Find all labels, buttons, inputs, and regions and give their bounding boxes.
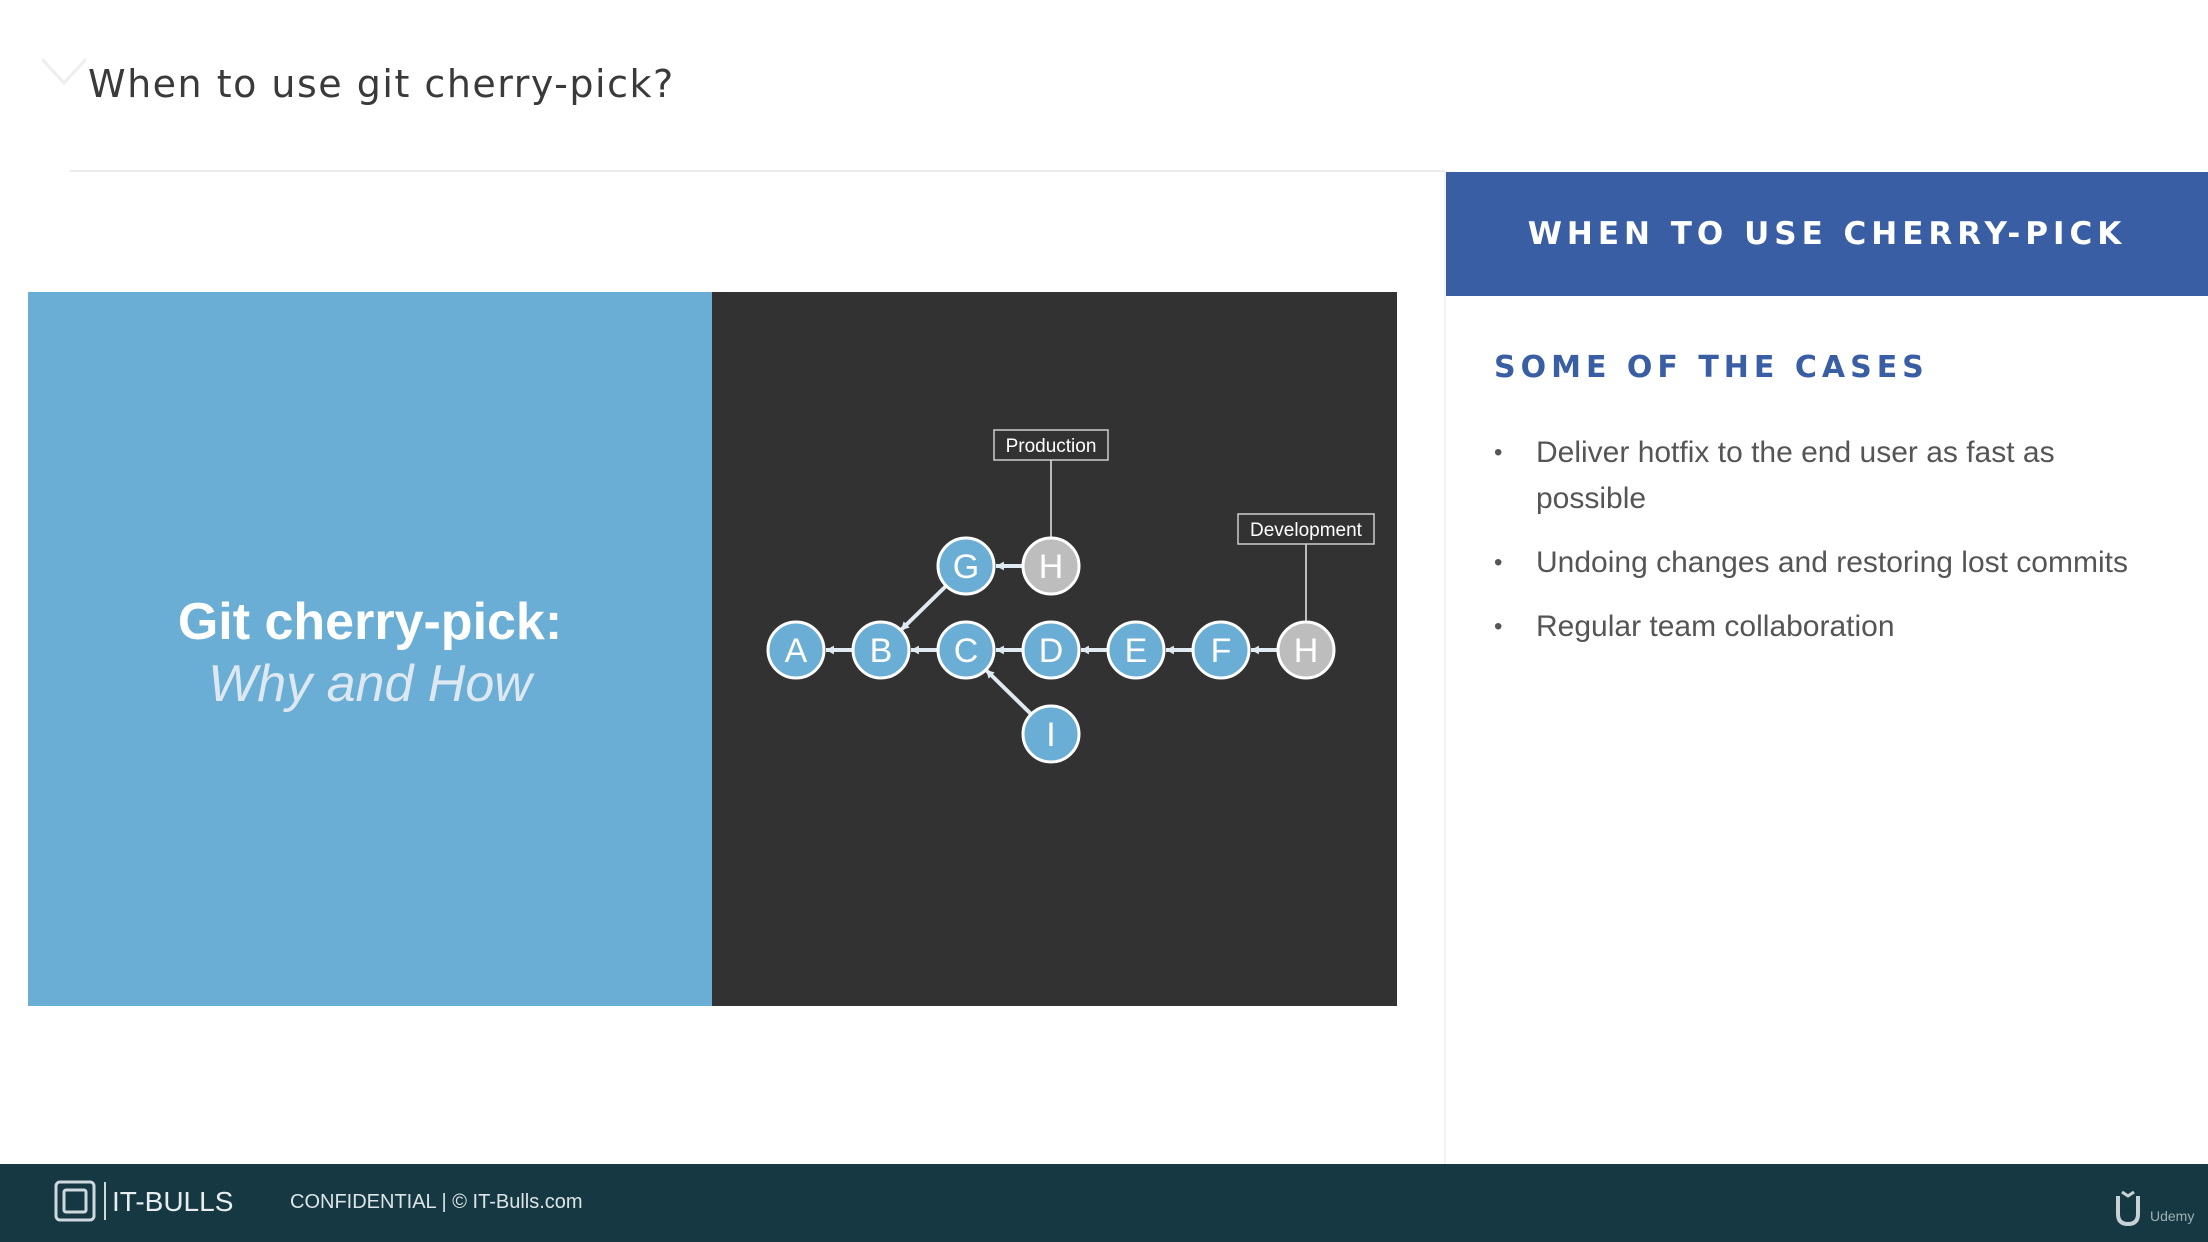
commit-arrowhead xyxy=(996,645,1004,655)
commit-label: I xyxy=(1046,716,1055,754)
case-text: Regular team collaboration xyxy=(1536,610,1895,643)
footer-legal-text: CONFIDENTIAL | © IT-Bulls.com xyxy=(290,1191,583,1213)
commit-label: E xyxy=(1125,632,1148,670)
commit-node xyxy=(1021,536,1081,596)
cases-heading: SOME OF THE CASES xyxy=(1494,350,1929,385)
commit-link xyxy=(984,668,1033,716)
list-item: • Undoing changes and restoring lost comm… xyxy=(1494,540,2144,586)
commit-label: G xyxy=(953,548,979,586)
title-divider xyxy=(70,170,1445,172)
it-bulls-logo-icon xyxy=(54,1180,96,1222)
commit-label: H xyxy=(1294,632,1319,670)
commit-arrowhead xyxy=(1251,645,1259,655)
cases-list: • Deliver hotfix to the end user as fast … xyxy=(1494,430,2144,668)
list-item: • Deliver hotfix to the end user as fast … xyxy=(1494,430,2144,522)
case-text: Deliver hotfix to the end user as fast a… xyxy=(1536,436,2055,515)
media-title: Git cherry-pick: xyxy=(177,593,563,651)
bullet-icon: • xyxy=(1494,613,1503,640)
footer-logo-text: IT-BULLS xyxy=(112,1186,234,1217)
commit-node xyxy=(936,536,996,596)
commit-node xyxy=(1276,620,1336,680)
footer-bar: IT-BULLS CONFIDENTIAL | © IT-Bulls.com U… xyxy=(0,1164,2208,1242)
commit-node xyxy=(1191,620,1251,680)
page-title: When to use git cherry-pick? xyxy=(88,62,675,106)
commit-arrowhead xyxy=(911,645,919,655)
logo-divider xyxy=(104,1182,106,1220)
commit-link xyxy=(899,584,948,632)
commit-node xyxy=(936,620,996,680)
commit-arrowhead xyxy=(826,645,834,655)
commit-label: D xyxy=(1039,632,1064,670)
branch-label-box xyxy=(1237,513,1375,545)
commit-arrowhead xyxy=(996,561,1004,571)
udemy-logo-icon xyxy=(2116,1190,2140,1227)
commit-label: A xyxy=(785,632,808,670)
list-item: • Regular team collaboration xyxy=(1494,604,2144,650)
bullet-icon: • xyxy=(1494,439,1503,466)
commit-node xyxy=(851,620,911,680)
udemy-logo-text: Udemy xyxy=(2150,1208,2195,1224)
column-divider xyxy=(1444,172,1446,1165)
chevron-corner-icon xyxy=(40,57,88,86)
branch-label: Development xyxy=(1250,520,1363,541)
commit-label: H xyxy=(1039,548,1064,586)
commit-label: F xyxy=(1211,632,1232,670)
commit-node xyxy=(1021,704,1081,764)
title-pane: Git cherry-pick: Why and How xyxy=(28,292,712,1006)
commit-label: B xyxy=(870,632,893,670)
commit-node xyxy=(766,620,826,680)
sidebar-header: WHEN TO USE CHERRY-PICK xyxy=(1446,172,2208,296)
media-subtitle: Why and How xyxy=(208,655,532,713)
commit-node xyxy=(1021,620,1081,680)
commit-node xyxy=(1106,620,1166,680)
case-text: Undoing changes and restoring lost commi… xyxy=(1536,546,2128,579)
bullet-icon: • xyxy=(1494,549,1503,576)
commit-label: C xyxy=(954,632,979,670)
commit-arrowhead xyxy=(1081,645,1089,655)
branch-label: Production xyxy=(1006,436,1097,457)
commit-arrowhead xyxy=(986,670,995,679)
commit-arrowhead xyxy=(901,621,910,630)
commit-arrowhead xyxy=(1166,645,1174,655)
branch-label-box xyxy=(993,429,1109,461)
